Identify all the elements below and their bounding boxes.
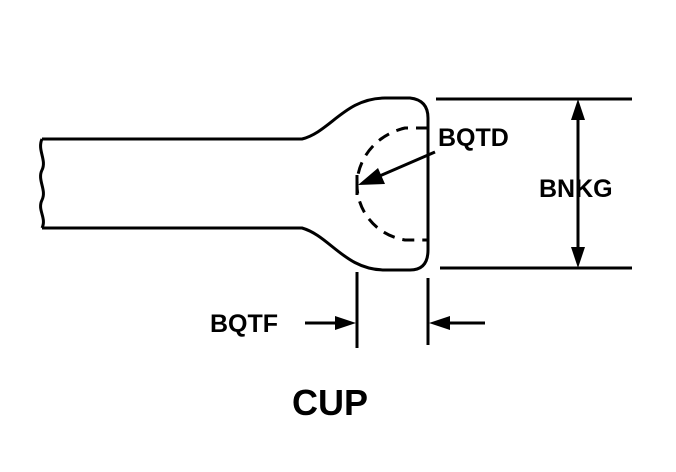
bnkg-arrow-up bbox=[571, 99, 585, 120]
bqtd-label: BQTD bbox=[438, 124, 509, 152]
shaft-and-cup-outline bbox=[42, 96, 430, 272]
bqtf-label: BQTF bbox=[210, 310, 279, 338]
bnkg-arrow-down bbox=[571, 247, 585, 268]
drawing-title: CUP bbox=[292, 382, 369, 423]
bqtf-arrow-right bbox=[335, 316, 356, 330]
shaft-break-edge bbox=[39, 138, 45, 229]
bqtd-arrowhead bbox=[358, 168, 385, 185]
bqtd-leader-line bbox=[374, 150, 436, 180]
bqtf-arrow-left bbox=[429, 316, 450, 330]
bnkg-label: BNKG bbox=[539, 175, 613, 203]
